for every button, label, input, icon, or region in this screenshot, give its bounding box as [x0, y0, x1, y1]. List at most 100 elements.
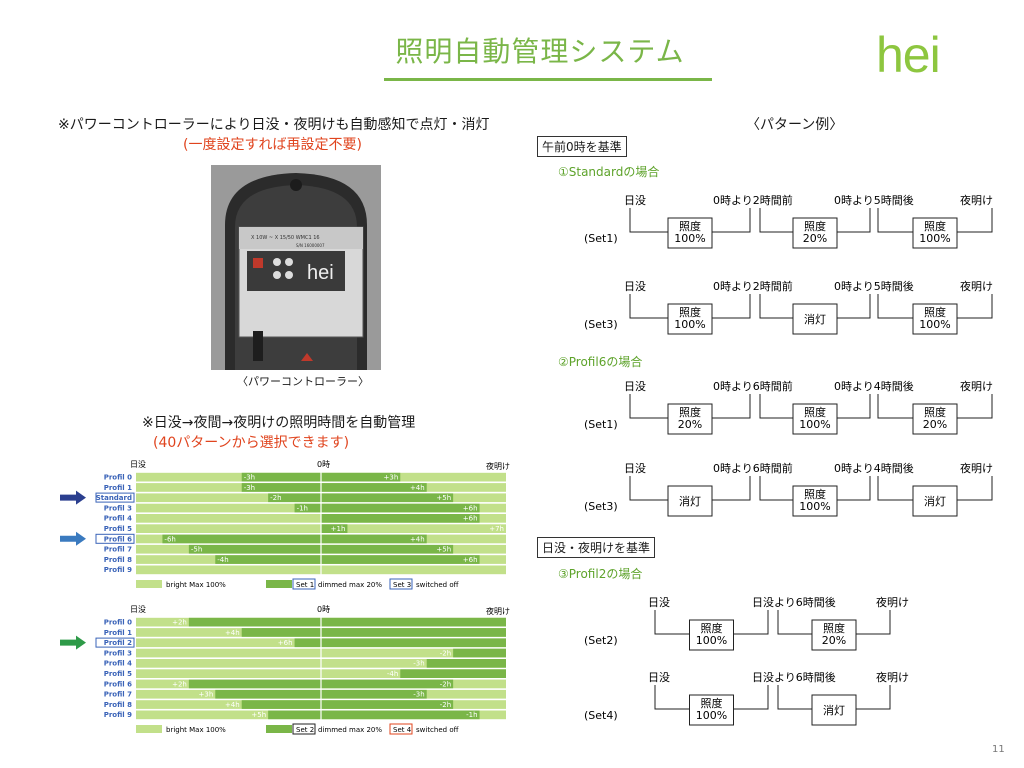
pattern-time-label: 夜明け: [960, 379, 993, 393]
axis-label-sunset: 日没: [130, 604, 146, 614]
pattern-level-text: 照度: [701, 621, 723, 635]
pattern-level-text: 100%: [696, 634, 727, 647]
axis-label-dawn: 夜明け: [486, 461, 510, 471]
pattern-level-box: [912, 485, 958, 517]
offset-label: -2h: [440, 649, 451, 657]
pattern-level-box: [667, 303, 713, 335]
switch-label: +5h: [436, 494, 451, 502]
bar-dimmed: [294, 503, 321, 513]
page-title: 照明自動管理システム: [395, 35, 685, 68]
page-number: 11: [992, 744, 1005, 755]
pattern-time-label: 0時より2時間前: [713, 279, 793, 293]
basis-midnight-label: 午前0時を基準: [537, 136, 627, 157]
pattern-section-title: ③Profil2の場合: [558, 566, 642, 581]
pattern-level-box: [811, 619, 857, 651]
profile-highlight-box: [95, 492, 135, 503]
bar-dimmed: [241, 483, 321, 492]
pattern-level-text: 100%: [696, 709, 727, 722]
pattern-level-text: 消灯: [804, 312, 826, 326]
pattern-time-label: 日没: [648, 596, 670, 609]
axis-label-midnight: 0時: [317, 460, 330, 469]
pattern-time-label: 0時より5時間後: [834, 279, 914, 293]
pattern-level-text: 100%: [799, 500, 830, 513]
bar-dimmed: [162, 534, 321, 544]
profile-name: Profil 6: [104, 680, 132, 688]
bar-dimmed: [188, 544, 321, 554]
profile-name: Profil 7: [104, 546, 132, 554]
pattern-section-title: ①Standardの場合: [558, 164, 659, 179]
bar-dimmed: [241, 472, 321, 482]
pattern-level-text: 照度: [924, 219, 946, 233]
profile-name: Profil 0: [104, 474, 132, 482]
legend-set-label: Set 2: [296, 726, 314, 734]
profile-name: Profil 9: [104, 711, 132, 719]
profile-name: Profil 1: [104, 484, 132, 492]
bar-dimmed: [321, 524, 348, 533]
offset-label: +5h: [251, 711, 266, 719]
legend-set-box: [292, 578, 316, 590]
pattern-time-label: 日没: [624, 280, 646, 293]
offset-label: +4h: [225, 701, 240, 709]
pattern-time-label: 0時より4時間後: [834, 461, 914, 475]
pattern-level-text: 消灯: [924, 494, 946, 508]
bar-dimmed: [241, 628, 506, 637]
pattern-level-box: [689, 694, 734, 726]
pattern-level-text: 100%: [919, 232, 950, 245]
power-controller-photo: X 10W ~ X 15/50 WMC1 16 S/N 16000007 hei: [211, 165, 381, 370]
profile-name: Profil 7: [104, 691, 132, 699]
pattern-time-label: 夜明け: [960, 461, 993, 475]
legend-switched-off: switched off: [416, 581, 459, 589]
offset-label: -1h: [297, 504, 308, 512]
pattern-level-text: 20%: [822, 634, 846, 647]
profile-name: Profil 8: [104, 701, 132, 709]
offset-label: -2h: [440, 701, 451, 709]
basis-sunset-label: 日没・夜明けを基準: [537, 537, 656, 558]
pattern-time-label: 夜明け: [960, 279, 993, 293]
profile-name: Profil 0: [104, 619, 132, 627]
profile-name: Profil 4: [104, 515, 132, 523]
bar-dimmed: [294, 638, 506, 648]
bar-dimmed: [321, 534, 427, 544]
pattern-time-label: 0時より6時間前: [713, 379, 793, 393]
pointer-arrow-icon: [60, 635, 86, 650]
pattern-set-label: (Set3): [584, 500, 618, 513]
pattern-time-label: 日没より6時間後: [752, 670, 836, 684]
profile-name: Profil 5: [104, 525, 132, 533]
photo-hei-label: hei: [307, 262, 334, 284]
pattern-level-box: [811, 694, 857, 726]
legend-set-label: Set 1: [296, 581, 314, 589]
pattern-level-text: 照度: [679, 305, 701, 319]
pattern-level-text: 照度: [679, 219, 701, 233]
pattern-level-text: 消灯: [679, 494, 701, 508]
bar-dimmed: [321, 544, 454, 554]
offset-label: -4h: [387, 670, 398, 678]
bar-dimmed: [321, 503, 480, 513]
legend-set-label: Set 4: [393, 726, 412, 734]
bar-dimmed: [453, 648, 506, 658]
pattern-time-label: 0時より6時間前: [713, 461, 793, 475]
note-40-patterns: (40パターンから選択できます): [153, 435, 350, 451]
bar-dimmed: [321, 493, 454, 503]
profile-name: Profil 2: [104, 639, 132, 647]
svg-text:S/N 16000007: S/N 16000007: [296, 243, 325, 248]
pattern-level-text: 照度: [924, 305, 946, 319]
offset-label: -3h: [244, 484, 255, 492]
offset-label: -1h: [466, 711, 477, 719]
pattern-set-label: (Set4): [584, 709, 618, 722]
offset-label: -2h: [440, 680, 451, 688]
pattern-level-text: 照度: [679, 405, 701, 419]
pattern-time-label: 0時より5時間後: [834, 193, 914, 207]
pattern-time-label: 夜明け: [960, 193, 993, 207]
svg-text:X 10W ~ X 15/50 WMC1 16: X 10W ~ X 15/50 WMC1 16: [251, 235, 320, 241]
profile-name: Profil 6: [104, 535, 132, 543]
pattern-level-box: [689, 619, 734, 651]
note-auto-detect: ※パワーコントローラーにより日没・夜明けも自動感知で点灯・消灯: [58, 117, 490, 133]
offset-label: -2h: [270, 494, 281, 502]
title-underline: [384, 78, 712, 81]
pattern-level-text: 100%: [799, 418, 830, 431]
switch-label: +7h: [489, 525, 504, 533]
legend-swatch-dimmed: [266, 725, 292, 733]
pattern-time-label: 日没: [624, 380, 646, 393]
pattern-set-label: (Set3): [584, 318, 618, 331]
pattern-level-box: [912, 217, 958, 249]
